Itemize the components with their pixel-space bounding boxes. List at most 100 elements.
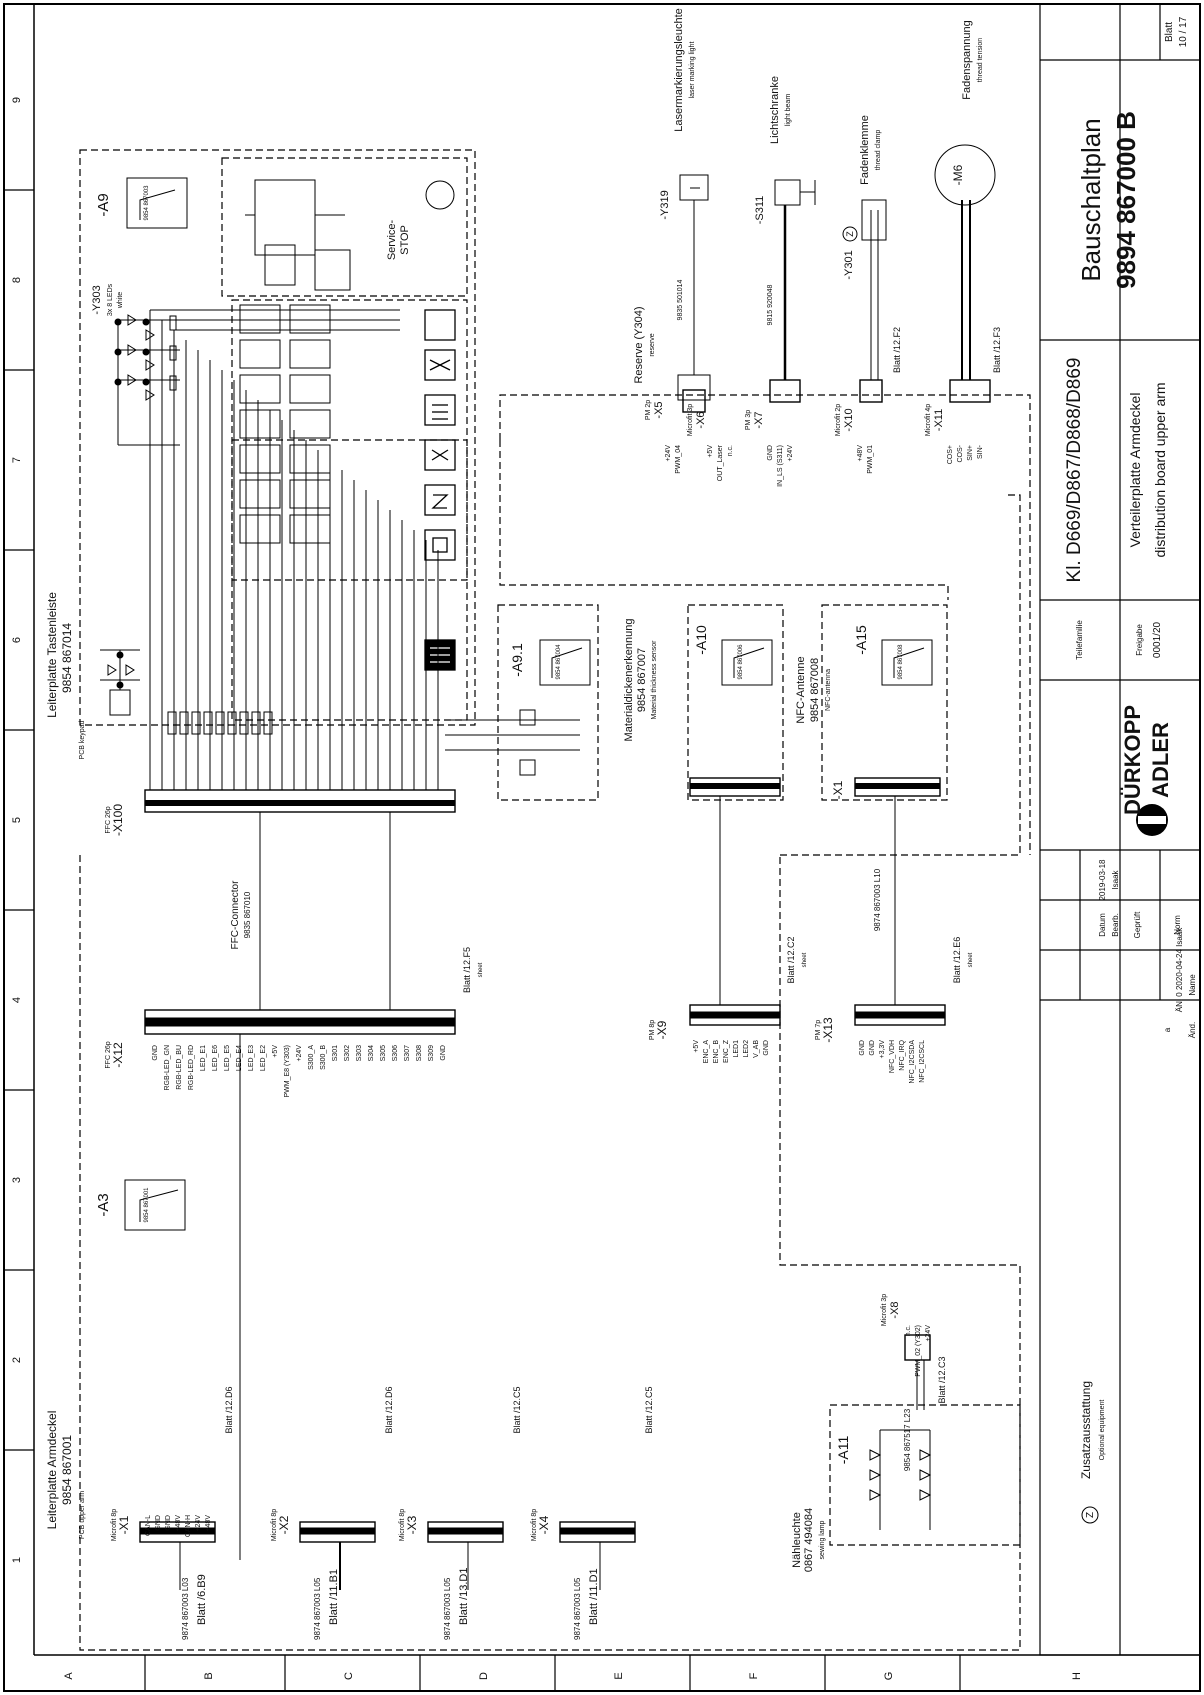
x9-signal: LED1 bbox=[733, 1040, 740, 1058]
key-blank-icon bbox=[424, 309, 456, 341]
light-cable-part: 9815 920048 bbox=[767, 284, 774, 325]
cable-2-part: 9874 867003 L05 bbox=[313, 1577, 322, 1640]
tension-title-de: Fadenspannung bbox=[961, 20, 973, 100]
freigabe-value: 0001/20 bbox=[1152, 621, 1163, 658]
led-diode-icon bbox=[142, 318, 155, 341]
description-en: distribution board upper arm bbox=[1152, 382, 1168, 557]
board-outlines bbox=[79, 149, 1031, 1651]
x1-signal: GND bbox=[155, 1515, 162, 1531]
x12-signal: LED_E2 bbox=[260, 1045, 267, 1071]
reserve-label-en: reserve bbox=[649, 333, 656, 356]
cable-3-ref: Blatt /13.D1 bbox=[458, 1568, 470, 1625]
clamp-tag: -Y301 bbox=[843, 250, 855, 279]
title-block: Bauschaltplan 9894 867000 B Blatt 10 / 1… bbox=[1039, 3, 1201, 1656]
brand-name-top: DÜRKOPP bbox=[1120, 705, 1145, 815]
x9-signal: GND bbox=[763, 1040, 770, 1056]
x8-signal: n.c. bbox=[905, 1325, 912, 1336]
x12-signal: LED_E1 bbox=[200, 1045, 207, 1071]
x9-signal: LED2 bbox=[743, 1040, 750, 1058]
connector-x5-type: PM 2p bbox=[645, 400, 652, 420]
optional-marker-icon bbox=[842, 226, 858, 242]
drawing-title: Bauschaltplan bbox=[1076, 118, 1106, 281]
column-number: 3 bbox=[11, 1177, 23, 1183]
stop-switch-box bbox=[231, 439, 468, 581]
description-de: Verteilerplatte Armdeckel bbox=[1127, 393, 1143, 548]
teilefamilie-label: Teilefamilie bbox=[1075, 620, 1084, 660]
key-stitch-icon bbox=[424, 394, 456, 426]
a15-module: 9854 867008 -A15 NFC-Antenne 9854 867008… bbox=[795, 625, 941, 1005]
led-diode-icon bbox=[114, 374, 177, 391]
row-letter: E bbox=[613, 1672, 625, 1679]
thread-tension-device bbox=[934, 144, 996, 206]
row-letter: F bbox=[748, 1672, 760, 1679]
x10-sheet-ref: Blatt /12.F2 bbox=[892, 327, 902, 373]
x13-signal-list: GND GND +3,3V NFC_VDH NFC_IRQ NFC_I2CSDA… bbox=[859, 1039, 926, 1083]
x13-signal: NFC_I2CSDA bbox=[909, 1040, 916, 1084]
column-number: 4 bbox=[11, 997, 23, 1003]
x12-signal: RGB-LED_RD bbox=[188, 1045, 195, 1090]
connector-x7-tag: -X7 bbox=[753, 411, 765, 428]
connector-x12-type: FFC 26p bbox=[105, 1041, 112, 1068]
bearb-label: Bearb. bbox=[1111, 913, 1120, 937]
connector-x1-type: Microfit 8p bbox=[111, 1509, 118, 1541]
right-connector-row bbox=[677, 200, 991, 413]
x2-sheet-ref: Blatt /12.D6 bbox=[384, 1386, 394, 1433]
x100-traces bbox=[149, 309, 439, 790]
a15-connector-tag: -X1 bbox=[831, 780, 845, 799]
row-index-ticks bbox=[144, 1655, 961, 1691]
connector-x100-type: FFC 26p bbox=[105, 806, 112, 833]
datum-label: Datum bbox=[1098, 913, 1107, 937]
brand-logo: DÜRKOPP ADLER bbox=[1120, 705, 1173, 836]
x1-sheet-ref: Blatt /12.D6 bbox=[224, 1386, 234, 1433]
cable-3-part: 9874 867003 L05 bbox=[443, 1577, 452, 1640]
module-a15-tag: -A15 bbox=[853, 625, 869, 655]
connector-x4-type: Microfit 8p bbox=[531, 1509, 538, 1541]
connector-x13-type: PM 7p bbox=[815, 1020, 822, 1040]
x10-signal-list: +48V PWM_01 bbox=[857, 445, 874, 474]
x11-signal: SIN+ bbox=[967, 445, 974, 461]
upper-arm-title-de: Leiterplatte Armdeckel bbox=[45, 1411, 59, 1530]
x9-signal: ENC_A bbox=[703, 1040, 710, 1064]
connector-x10-type: Microfit 2p bbox=[835, 404, 842, 436]
datum-value: 2019-03-18 bbox=[1098, 859, 1107, 900]
x12-signal: LED_E5 bbox=[224, 1045, 231, 1071]
lamp-led-icon bbox=[919, 1449, 932, 1461]
x1-signal: +48V bbox=[205, 1515, 212, 1532]
key-needle-icon bbox=[424, 349, 456, 381]
column-number: 5 bbox=[11, 817, 23, 823]
x7-signal-list: GND IN_LS (S311) +24V bbox=[767, 445, 794, 487]
connector-x6-tag: -X6 bbox=[695, 411, 707, 428]
cable-4-ref: Blatt /11.D1 bbox=[588, 1568, 600, 1625]
x9-signal: ENC_B bbox=[713, 1040, 720, 1064]
x6-signal-list: +5V OUT_Laser n.c. bbox=[707, 444, 734, 481]
row-letters: A B C D E F G H bbox=[63, 1672, 1083, 1681]
connector-x11-type: Microfit 4p bbox=[925, 404, 932, 436]
led-diode-icon bbox=[114, 314, 177, 331]
a15-board-outline bbox=[821, 604, 948, 801]
connector-x100: -X100 FFC 26p bbox=[105, 789, 456, 836]
connector-x12-tag: -X12 bbox=[111, 1042, 125, 1068]
tension-title-en: thread tension bbox=[977, 38, 984, 82]
connector-x5-tag: -X5 bbox=[653, 401, 665, 418]
x8-signal-list: n.c. PWM_02 (Y302) +24V bbox=[905, 1325, 932, 1377]
connector-x8-type: Microfit 3p bbox=[881, 1294, 888, 1326]
row-letter: G bbox=[883, 1672, 895, 1681]
x12-signal: S308 bbox=[416, 1045, 423, 1061]
x1-signal: CAN-L bbox=[145, 1515, 152, 1536]
x12-signal-list: GND RGB-LED_GN RGB-LED_BU RGB-LED_RD LED… bbox=[152, 1045, 447, 1098]
sheet-word: sheet bbox=[802, 952, 808, 967]
laser-cable-part: 9835 501014 bbox=[677, 279, 684, 320]
connector-x10-body bbox=[859, 379, 883, 403]
x12-signal: +24V bbox=[296, 1045, 303, 1062]
connector-x3-type: Microfit 8p bbox=[399, 1509, 406, 1541]
drawing-number: 9894 867000 B bbox=[1111, 111, 1141, 289]
x100-resistor-row bbox=[167, 711, 273, 735]
name-label: Name bbox=[1188, 974, 1197, 996]
module-a15-part: 9854 867008 bbox=[898, 644, 904, 680]
connector-x9-x13 bbox=[689, 1004, 946, 1026]
x1-signal-list: CAN-L GND GND +48V CAN-H +24V +48V bbox=[145, 1515, 212, 1537]
connector-x7-type: PM 3p bbox=[745, 410, 752, 430]
x6-signal: OUT_Laser bbox=[717, 444, 724, 481]
cable-l23-part: 9854 867517 L23 bbox=[903, 1408, 912, 1471]
module-a9-part: 9854 867003 bbox=[144, 185, 150, 221]
